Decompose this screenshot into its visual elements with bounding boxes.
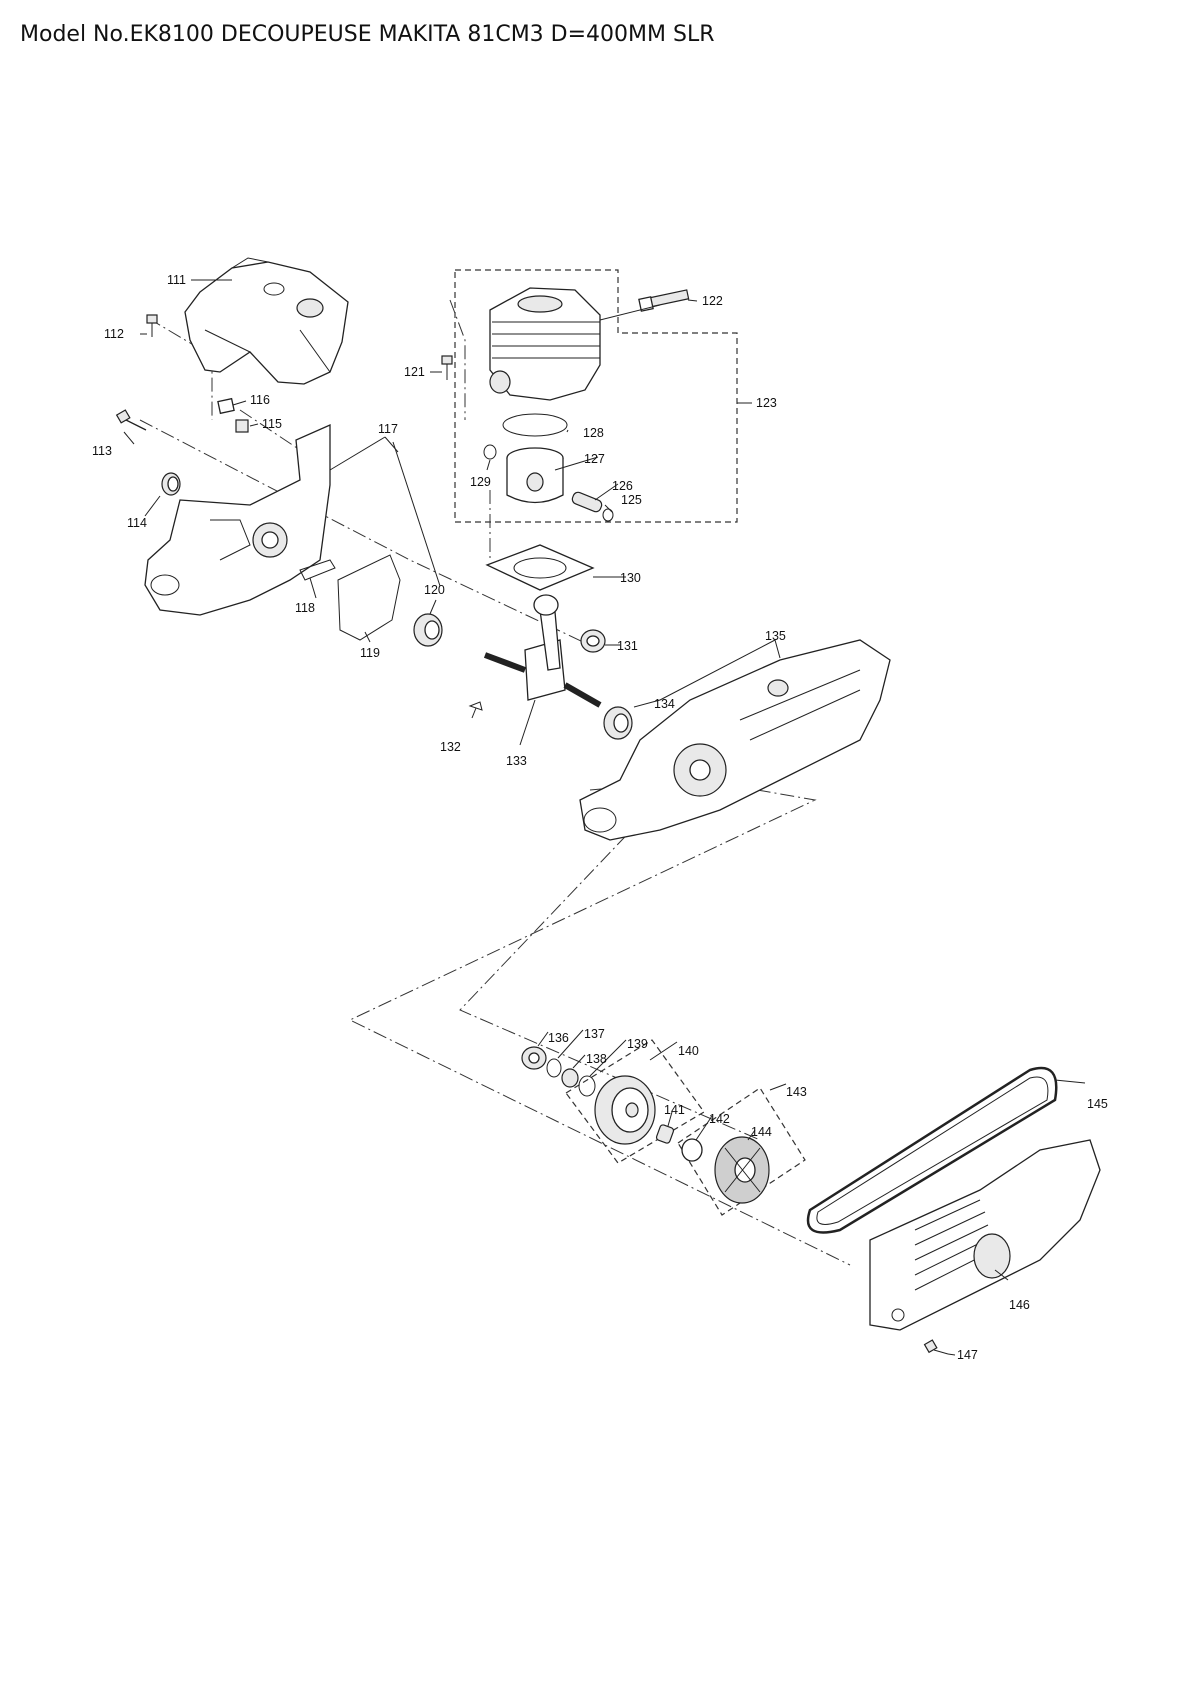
part-plate-116 bbox=[217, 397, 235, 415]
part-belt-cover-146 bbox=[869, 1139, 1101, 1331]
part-cylinder-cover bbox=[184, 257, 349, 385]
label-part-117: 117 bbox=[378, 422, 398, 436]
label-part-131: 131 bbox=[617, 639, 638, 653]
cylinder-kit-box bbox=[454, 269, 738, 523]
label-part-123: 123 bbox=[756, 396, 777, 410]
label-part-116: 116 bbox=[250, 393, 270, 407]
part-washer-142 bbox=[681, 1138, 703, 1162]
label-part-118: 118 bbox=[295, 601, 315, 615]
label-part-136: 136 bbox=[548, 1031, 569, 1045]
label-part-121: 121 bbox=[404, 365, 425, 379]
label-part-144: 144 bbox=[751, 1125, 772, 1139]
part-needle-bearing-131 bbox=[580, 629, 606, 653]
part-washer-138 bbox=[561, 1068, 579, 1088]
part-bearing-120 bbox=[413, 613, 443, 647]
label-part-112: 112 bbox=[104, 327, 124, 341]
label-part-122: 122 bbox=[702, 294, 723, 308]
part-circlip-125 bbox=[602, 508, 614, 522]
label-part-130: 130 bbox=[620, 571, 641, 585]
part-ring-137 bbox=[546, 1058, 562, 1078]
label-part-137: 137 bbox=[584, 1027, 605, 1041]
page-title: Model No.EK8100 DECOUPEUSE MAKITA 81CM3 … bbox=[20, 22, 715, 47]
label-part-114: 114 bbox=[127, 516, 147, 530]
part-cylinder-gasket-130 bbox=[485, 544, 595, 591]
part-needle-bearing-141 bbox=[655, 1124, 675, 1144]
part-screw-113 bbox=[115, 409, 147, 431]
label-part-141: 141 bbox=[664, 1103, 685, 1117]
label-part-119: 119 bbox=[360, 646, 380, 660]
leader-lines bbox=[123, 279, 1086, 1356]
part-piston-pin-126 bbox=[571, 491, 603, 513]
label-part-140: 140 bbox=[678, 1044, 699, 1058]
label-part-129: 129 bbox=[470, 475, 491, 489]
label-part-126: 126 bbox=[612, 479, 633, 493]
label-part-146: 146 bbox=[1009, 1298, 1030, 1312]
part-screw-147 bbox=[923, 1339, 949, 1355]
part-circlip-129 bbox=[483, 444, 497, 460]
label-part-120: 120 bbox=[424, 583, 445, 597]
label-part-125: 125 bbox=[621, 493, 642, 507]
part-screw-112 bbox=[146, 314, 158, 337]
part-v-belt-145 bbox=[806, 1066, 1058, 1234]
part-number-labels: 111 112 113 114 115 116 117 118 119 120 … bbox=[92, 273, 1108, 1362]
label-part-127: 127 bbox=[584, 452, 605, 466]
part-bearing-134 bbox=[603, 706, 633, 740]
label-part-147: 147 bbox=[957, 1348, 978, 1362]
part-crankcase-left bbox=[144, 424, 331, 616]
part-bearing-136 bbox=[521, 1046, 547, 1070]
label-part-132: 132 bbox=[440, 740, 461, 754]
part-crankshaft-133 bbox=[483, 594, 602, 708]
part-screw-121 bbox=[441, 355, 453, 380]
label-part-115: 115 bbox=[262, 417, 282, 431]
label-part-111: 111 bbox=[167, 273, 186, 287]
part-cylinder bbox=[489, 287, 601, 401]
part-crankcase-right-135 bbox=[579, 639, 891, 841]
label-part-145: 145 bbox=[1087, 1097, 1108, 1111]
label-part-143: 143 bbox=[786, 1085, 807, 1099]
label-part-133: 133 bbox=[506, 754, 527, 768]
part-piston-ring-128 bbox=[502, 413, 568, 437]
label-part-139: 139 bbox=[627, 1037, 648, 1051]
label-part-138: 138 bbox=[586, 1052, 607, 1066]
part-oil-seal-114 bbox=[161, 472, 181, 496]
part-nut-115 bbox=[235, 419, 249, 433]
part-pipe-118 bbox=[299, 559, 336, 581]
label-part-134: 134 bbox=[654, 697, 675, 711]
label-part-135: 135 bbox=[765, 629, 786, 643]
label-part-128: 128 bbox=[583, 426, 604, 440]
part-gasket-119 bbox=[337, 554, 401, 641]
part-clutch-drum-140 bbox=[594, 1075, 656, 1145]
part-clutch-144 bbox=[714, 1136, 770, 1204]
clutch-box bbox=[677, 1087, 806, 1216]
label-part-142: 142 bbox=[709, 1112, 730, 1126]
part-piston-127 bbox=[506, 447, 564, 504]
label-part-113: 113 bbox=[92, 444, 112, 458]
part-washer-139 bbox=[578, 1075, 596, 1097]
